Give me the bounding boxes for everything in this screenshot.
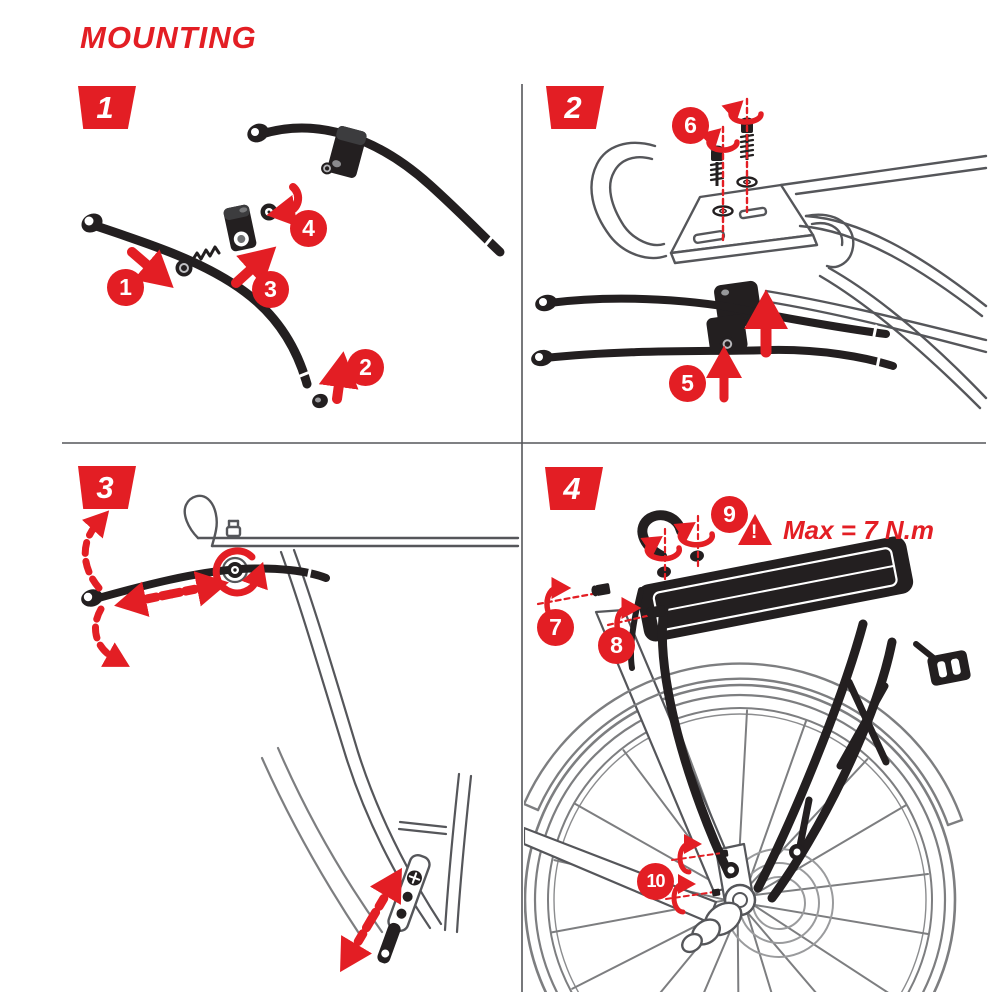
red-annotations bbox=[536, 514, 723, 915]
fender-outline bbox=[524, 662, 964, 827]
warning-triangle-icon: ! bbox=[738, 514, 772, 545]
solid-arrow-icon bbox=[127, 183, 359, 404]
step-marker-3: 3 bbox=[252, 271, 289, 308]
step-marker-10: 10 bbox=[637, 863, 674, 900]
fender-outline bbox=[260, 746, 384, 940]
step-marker-1: 1 bbox=[107, 269, 144, 306]
panel-3-badge: 3 bbox=[78, 466, 136, 509]
rotate-clockwise-arrow-icon bbox=[640, 535, 683, 562]
step-marker-7: 7 bbox=[537, 609, 574, 646]
dropout-extension bbox=[374, 922, 401, 968]
panel-2-badge: 2 bbox=[546, 86, 604, 129]
page-title: MOUNTING bbox=[80, 20, 257, 55]
torque-warning: ! Max = 7 N.m bbox=[738, 514, 934, 547]
panel-3-art bbox=[81, 494, 520, 973]
step-marker-8: 8 bbox=[598, 627, 635, 664]
panel-3-badge-label: 3 bbox=[96, 469, 114, 505]
rotate-clockwise-arrow-icon bbox=[677, 834, 702, 875]
step-marker-4: 4 bbox=[290, 210, 327, 247]
hub-axle bbox=[681, 883, 757, 954]
panel-1-art bbox=[81, 123, 505, 409]
rotate-clockwise-arrow-icon bbox=[673, 521, 716, 548]
step-marker-5: 5 bbox=[669, 365, 706, 402]
target-bolts bbox=[591, 583, 729, 897]
red-annotations bbox=[699, 97, 788, 403]
panel-4-badge-label: 4 bbox=[563, 470, 581, 506]
rotate-clockwise-arrow-icon bbox=[699, 128, 740, 153]
panel-1-badge: 1 bbox=[78, 86, 136, 129]
step-marker-6: 6 bbox=[672, 107, 709, 144]
torque-warning-text: Max = 7 N.m bbox=[783, 515, 935, 545]
rotate-clockwise-arrow-icon bbox=[671, 874, 696, 915]
rear-wheel bbox=[524, 683, 957, 992]
panel-1-badge-label: 1 bbox=[96, 89, 114, 125]
rotate-clockwise-arrow-icon bbox=[721, 100, 764, 125]
red-annotations bbox=[81, 510, 402, 973]
rack-rail-outline bbox=[183, 494, 520, 548]
rotate-clockwise-arrow-icon bbox=[266, 183, 303, 227]
mounting-block bbox=[321, 126, 367, 178]
step-marker-2: 2 bbox=[347, 349, 384, 386]
panel-4-badge: 4 bbox=[545, 467, 603, 510]
block-nut bbox=[223, 204, 257, 252]
rack-outline bbox=[590, 141, 988, 410]
panel-4-art bbox=[524, 510, 971, 992]
panel-2-art bbox=[531, 97, 988, 410]
rack-black bbox=[628, 510, 971, 903]
double-headed-dashed-arrow-icon bbox=[81, 510, 110, 592]
stay-clamp-front bbox=[706, 314, 748, 354]
frame-outline bbox=[279, 548, 473, 934]
panel-dividers bbox=[62, 84, 986, 992]
panel-2-badge-label: 2 bbox=[564, 89, 582, 125]
double-headed-dashed-arrow-icon bbox=[92, 605, 130, 667]
